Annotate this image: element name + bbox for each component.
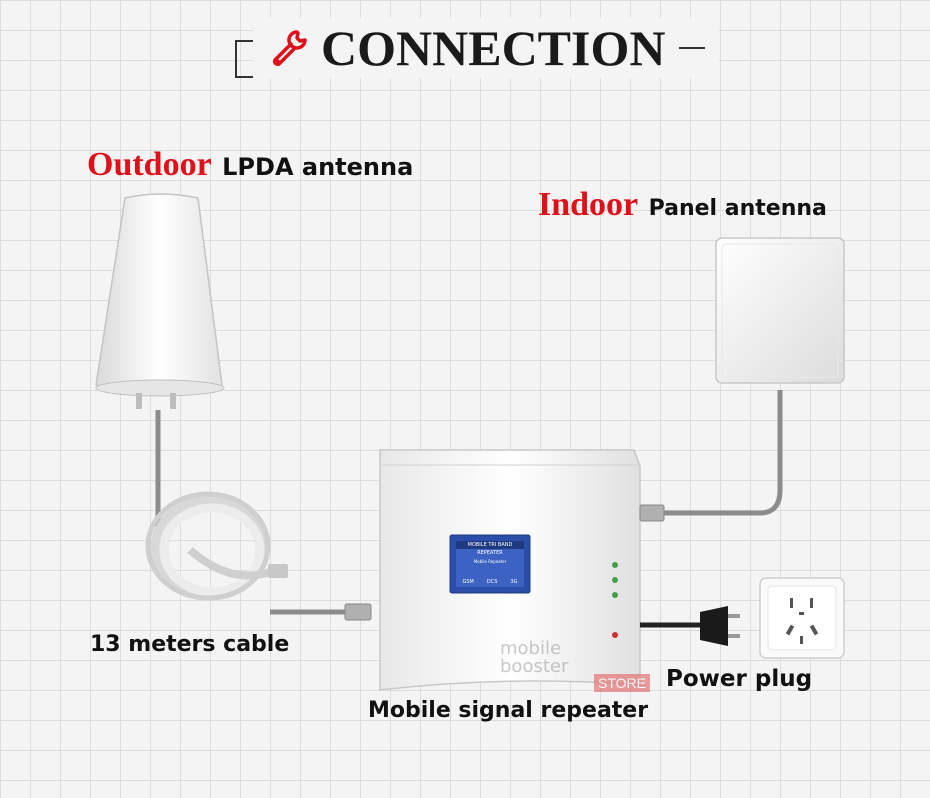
page-title: CONNECTION <box>321 20 666 76</box>
repeater-screen-subtitle: Mobile Repeater <box>473 559 507 564</box>
band-3g: 3G <box>510 579 518 585</box>
repeater-screen: MOBILE TRI BAND REPEATER Mobile Repeater… <box>456 541 524 587</box>
title-block: CONNECTION <box>235 18 720 86</box>
cable-coil-icon <box>145 491 271 601</box>
wall-socket-icon <box>759 577 845 659</box>
indoor-highlight: Indoor <box>538 186 639 223</box>
repeater-screen-title: MOBILE TRI BAND REPEATER <box>467 542 513 556</box>
indoor-label-text: Panel antenna <box>648 196 827 221</box>
watermark-line2: booster <box>500 656 569 677</box>
lpda-antenna-icon <box>95 193 225 409</box>
watermark-store: STORE <box>594 674 650 692</box>
repeater-label: Mobile signal repeater <box>368 698 649 723</box>
panel-antenna-icon <box>715 237 845 384</box>
band-gsm: GSM <box>462 579 474 585</box>
indoor-antenna-label: Indoor Panel antenna <box>538 186 827 224</box>
outdoor-label-text: LPDA antenna <box>222 153 414 181</box>
watermark: mobile booster <box>500 640 568 676</box>
power-plug-icon <box>700 606 740 646</box>
repeater-device <box>379 449 641 691</box>
watermark-line1: mobile <box>500 638 562 659</box>
outdoor-highlight: Outdoor <box>87 146 212 183</box>
power-plug-label: Power plug <box>666 666 813 692</box>
outdoor-antenna-label: Outdoor LPDA antenna <box>87 146 413 184</box>
cable-label: 13 meters cable <box>90 632 290 657</box>
band-dcs: DCS <box>486 579 498 585</box>
wrench-icon <box>272 30 307 67</box>
